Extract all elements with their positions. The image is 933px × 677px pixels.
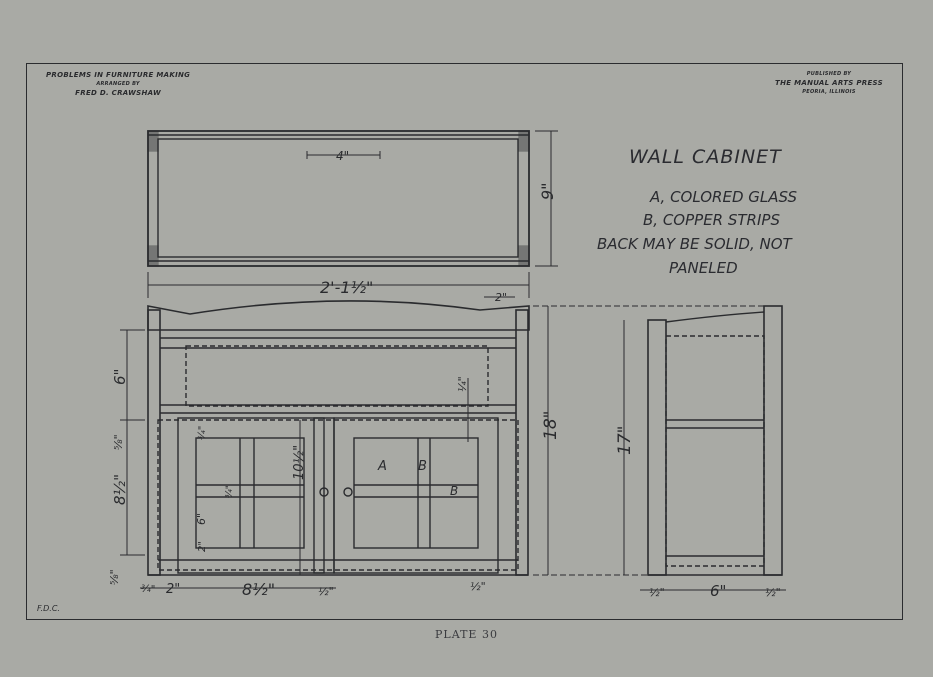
plan-outline — [147, 130, 530, 267]
dim-top-overhang: 2" — [495, 291, 507, 304]
dim-bottom-thick: ½" — [470, 580, 486, 593]
side-elevation — [647, 305, 783, 576]
note-a: A, COLORED GLASS — [650, 188, 798, 206]
right-door-glass — [353, 437, 479, 549]
plan-post-br — [518, 245, 530, 267]
side-back-post — [763, 305, 783, 576]
dim-rail-left: 2" — [166, 582, 180, 597]
dim-height: 18" — [541, 411, 561, 440]
plan-inner — [157, 138, 519, 258]
label-b2: B — [450, 484, 458, 498]
center-stile — [313, 417, 335, 574]
dim-rail: 2" — [197, 541, 208, 552]
side-panel-dashed — [665, 335, 765, 567]
plan-view — [147, 130, 558, 267]
header-right-line2: THE MANUAL ARTS PRESS — [775, 79, 883, 87]
right-knob — [343, 487, 353, 497]
plan-post-tr — [518, 130, 530, 152]
drawing-title: WALL CABINET — [629, 146, 782, 168]
dim-stile-top: ¾" — [197, 426, 208, 440]
header-left-line1: PROBLEMS IN FURNITURE MAKING — [46, 71, 191, 79]
side-front-post — [647, 319, 667, 576]
header-left-line3: FRED D. CRAWSHAW — [75, 89, 162, 97]
right-door — [333, 417, 499, 574]
dim-top-inner: 4" — [336, 149, 349, 163]
dim-side-left: ½" — [649, 586, 665, 599]
dim-bottom-gap: ⅝" — [108, 569, 121, 585]
dim-door-height: 10½" — [292, 445, 307, 480]
header-left-line2: ARRANGED BY — [96, 81, 140, 87]
label-b: B — [418, 459, 427, 474]
lower-case-dashed — [157, 419, 519, 571]
note-back-cont: PANELED — [669, 259, 738, 277]
plate-caption: PLATE 30 — [435, 628, 498, 641]
label-a: A — [377, 459, 387, 474]
draftsman-initials: F.D.C. — [37, 604, 60, 613]
plan-post-tl — [147, 130, 159, 152]
dim-thin-a: ¼" — [456, 376, 469, 392]
plan-post-bl — [147, 245, 159, 267]
dim-muntin-gap: 6" — [195, 513, 208, 525]
header-left: PROBLEMS IN FURNITURE MAKING ARRANGED BY… — [46, 71, 190, 98]
note-b: B, COPPER STRIPS — [643, 211, 780, 229]
left-door-glass — [195, 437, 305, 549]
note-back: BACK MAY BE SOLID, NOT — [597, 235, 792, 253]
dim-muntin: ¾" — [225, 485, 235, 498]
dim-overall-width: 2'-1½" — [320, 278, 373, 297]
side-top-edge — [665, 311, 765, 323]
dim-side-depth: 6" — [710, 582, 726, 600]
front-top-board — [147, 300, 530, 331]
dim-shelf-gap: ⅝" — [112, 434, 125, 450]
dim-lower-opening: 8½" — [111, 474, 129, 505]
header-right: PUBLISHED BY THE MANUAL ARTS PRESS PEORI… — [775, 70, 883, 97]
dim-side-right: ½" — [765, 586, 781, 599]
header-right-line1: PUBLISHED BY — [806, 71, 852, 77]
header-right-line3: PEORIA, ILLINOIS — [802, 89, 856, 95]
left-knob — [319, 487, 329, 497]
dim-stile: ¾" — [141, 584, 155, 595]
front-elevation — [147, 300, 530, 576]
dim-depth: 9" — [538, 182, 557, 200]
dim-door-width: 8½" — [242, 580, 275, 599]
upper-back-panel — [185, 345, 489, 407]
dim-upper-opening: 6" — [111, 369, 129, 385]
dim-side-height: 17" — [615, 426, 635, 455]
plate-border — [26, 63, 903, 620]
dim-center-gap: ½" — [318, 585, 334, 598]
